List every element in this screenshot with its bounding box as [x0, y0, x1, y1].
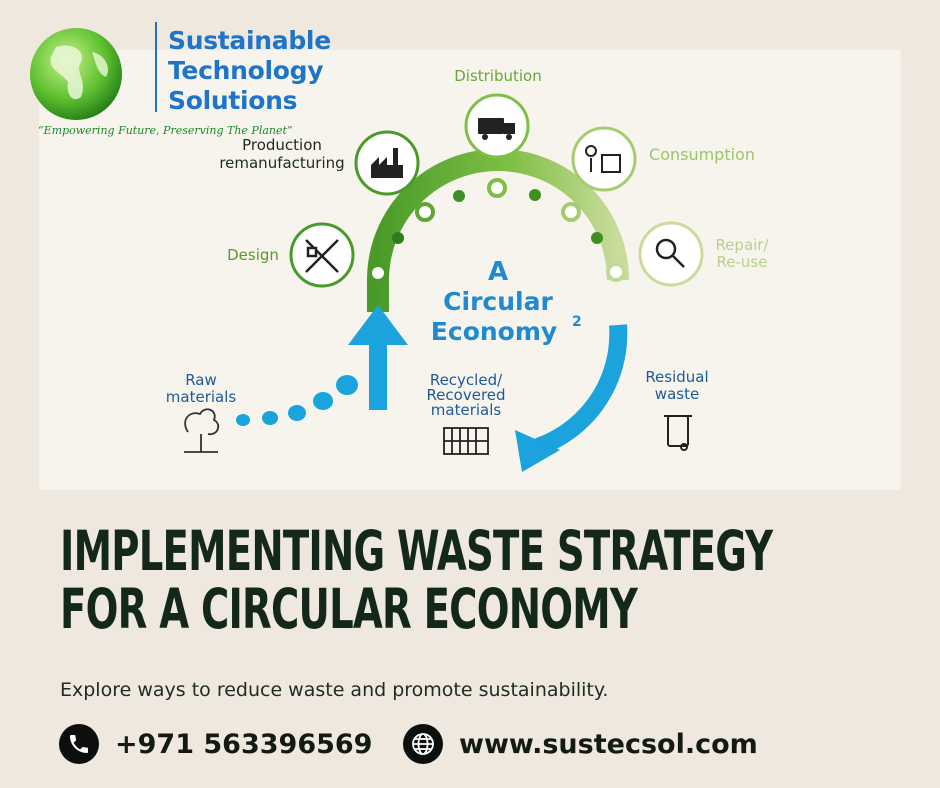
blue-arrowhead-down: [515, 430, 560, 472]
svg-text:Consumption: Consumption: [649, 145, 755, 164]
svg-text:A: A: [488, 257, 508, 287]
tree-icon: [184, 408, 220, 453]
consumption-stage: Consumption: [571, 126, 755, 192]
phone-contact[interactable]: +971 563396569: [59, 722, 372, 766]
svg-text:2: 2: [572, 314, 582, 330]
design-stage: Design: [227, 222, 355, 288]
headline: IMPLEMENTING WASTE STRATEGY FOR A CIRCUL…: [60, 519, 773, 641]
residual-stage: Residual waste: [645, 368, 709, 451]
svg-text:Raw: Raw: [185, 371, 217, 389]
svg-text:materials: materials: [431, 401, 502, 419]
distribution-stage: Distribution: [454, 67, 542, 159]
production-stage: Production remanufacturing: [219, 130, 420, 196]
svg-text:Recovered: Recovered: [426, 386, 505, 404]
svg-text:Distribution: Distribution: [454, 67, 542, 85]
blue-arc: [525, 324, 628, 459]
svg-text:Residual: Residual: [645, 368, 708, 386]
arc-nodes: [368, 178, 626, 283]
phone-icon: [59, 724, 99, 764]
svg-text:waste: waste: [655, 385, 699, 403]
globe-logo-icon: [30, 28, 122, 120]
svg-text:Economy: Economy: [431, 317, 557, 346]
svg-text:Design: Design: [227, 246, 279, 264]
green-arc: [367, 149, 629, 312]
bales-icon: [443, 427, 489, 455]
shopping-icon: [585, 145, 621, 173]
brand-name: Sustainable Technology Solutions: [168, 26, 331, 115]
waste-bin-icon: [664, 415, 692, 451]
truck-icon: [478, 118, 515, 140]
svg-text:Recycled/: Recycled/: [430, 371, 503, 389]
website-contact[interactable]: www.sustecsol.com: [403, 722, 758, 766]
brand-divider: [155, 22, 157, 112]
center-title: A Circular Economy 2: [431, 257, 582, 346]
recycled-stage: Recycled/ Recovered materials: [426, 371, 506, 455]
phone-number[interactable]: +971 563396569: [115, 728, 373, 760]
globe-icon: [403, 724, 443, 764]
website-link[interactable]: www.sustecsol.com: [459, 728, 758, 760]
blue-arrowhead-up: [348, 305, 408, 345]
circular-economy-diagram: A Circular Economy 2 Design Production r…: [166, 67, 769, 472]
factory-icon: [371, 148, 403, 178]
svg-text:Repair/: Repair/: [715, 236, 769, 254]
brand-logo: Sustainable Technology Solutions “Empowe…: [26, 22, 331, 142]
svg-text:Production: Production: [242, 136, 322, 154]
magnifier-icon: [655, 238, 685, 268]
svg-text:Re-use: Re-use: [717, 253, 768, 271]
subheading: Explore ways to reduce waste and promote…: [60, 679, 609, 701]
raw-materials-dots: [236, 375, 358, 426]
svg-text:materials: materials: [166, 388, 237, 406]
svg-text:remanufacturing: remanufacturing: [219, 154, 344, 172]
ruler-pencil-icon: [305, 239, 339, 273]
svg-text:Circular: Circular: [443, 287, 553, 316]
brand-tagline: “Empowering Future, Preserving The Plane…: [38, 124, 293, 137]
raw-materials-stage: Raw materials: [166, 371, 237, 453]
repair-stage: Repair/ Re-use: [638, 221, 769, 287]
